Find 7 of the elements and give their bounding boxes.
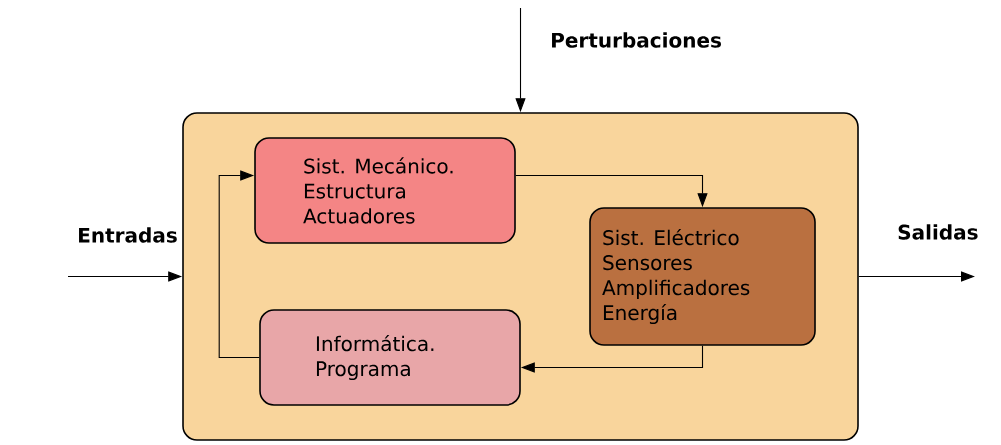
process-box: Informática. Programa: [259, 309, 521, 406]
edge-label: Entradas: [79, 227, 177, 243]
process-box: Sist. Mecánico. Estructura Actuadores: [254, 137, 516, 244]
edge-label: Salidas: [898, 224, 978, 240]
arrow: [218, 170, 260, 359]
process-box: Sist. Eléctrico Sensores Amplificadores Energía: [589, 207, 816, 346]
edge-label: Perturbaciones: [552, 32, 721, 48]
